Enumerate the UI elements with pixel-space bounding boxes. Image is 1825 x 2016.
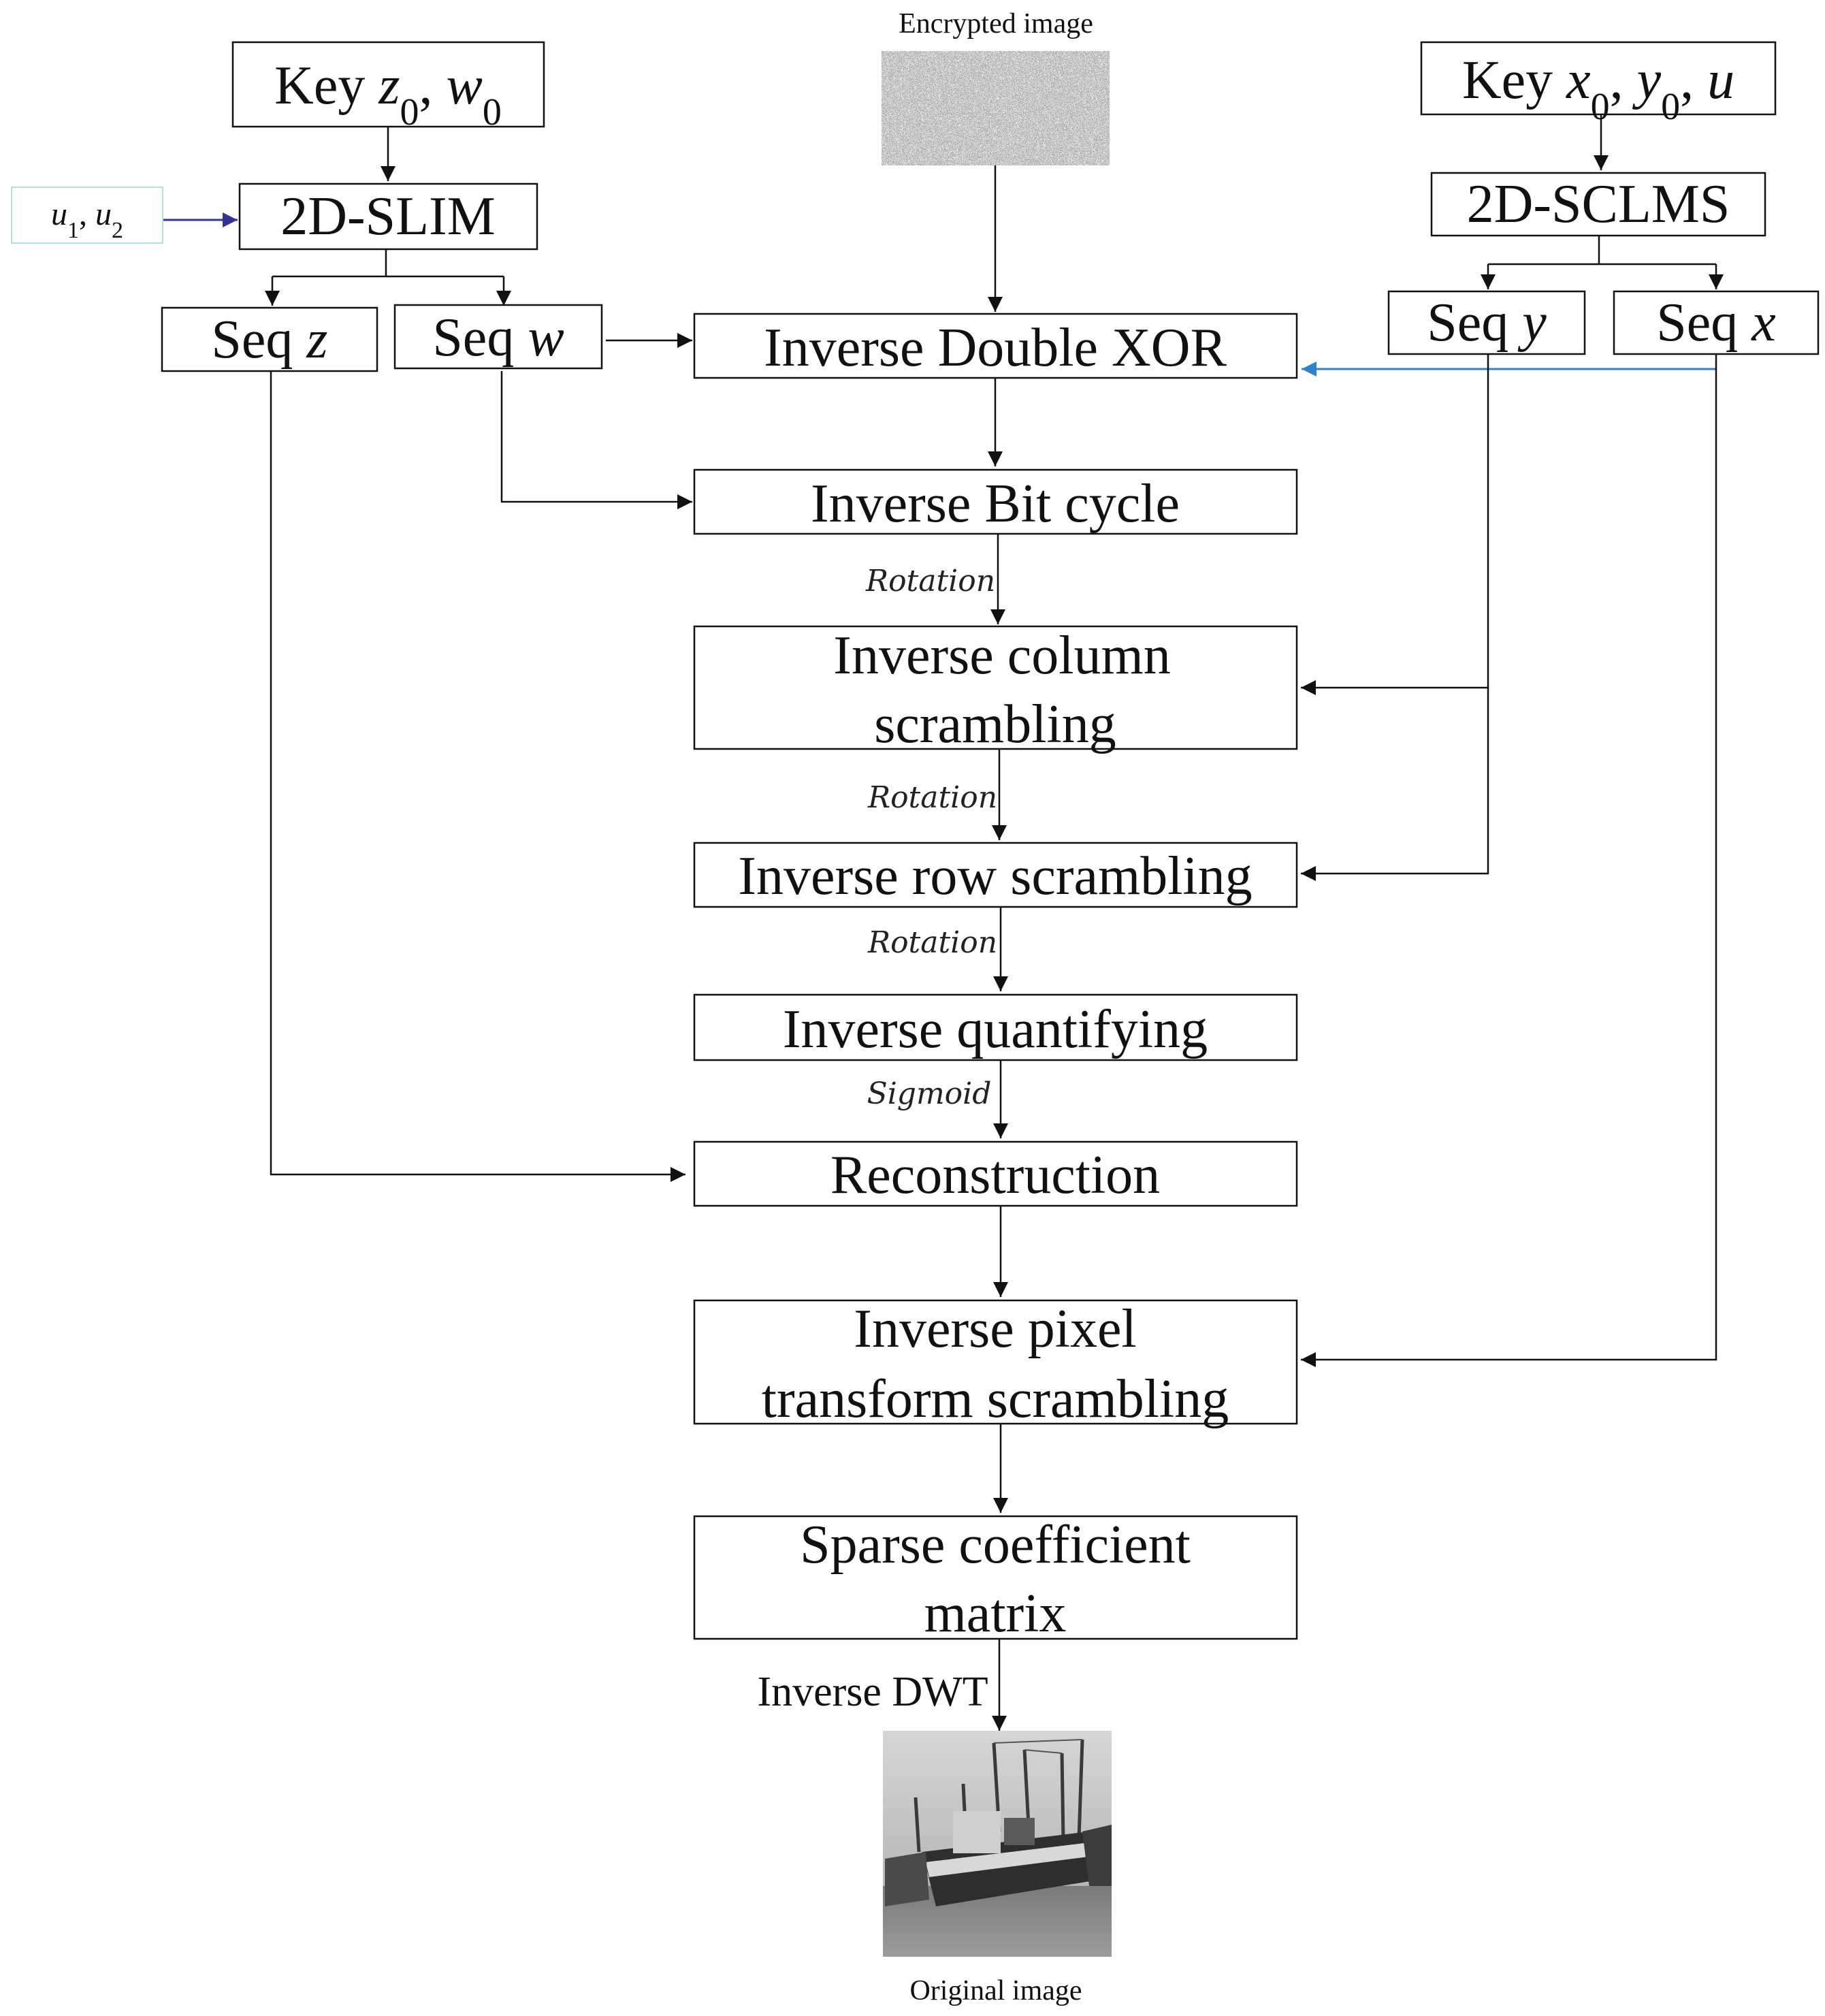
step-inverse-pixel-transform-scrambling-line2: transform scrambling — [762, 1369, 1229, 1429]
connectors — [163, 114, 1724, 1731]
generator-2d-sclms-label: 2D-SCLMS — [1467, 174, 1730, 234]
step-sparse-coefficient-matrix-line2: matrix — [924, 1584, 1067, 1644]
edge-label-sigmoid: Sigmoid — [867, 1076, 992, 1111]
step-reconstruction-label: Reconstruction — [830, 1145, 1160, 1205]
step-inverse-pixel-transform-scrambling: Inverse pixel transform scrambling — [693, 1299, 1298, 1429]
encrypted-image-block: Encrypted image — [882, 8, 1110, 165]
step-inverse-bit-cycle: Inverse Bit cycle — [693, 468, 1298, 535]
step-inverse-pixel-transform-scrambling-line1: Inverse pixel — [854, 1299, 1136, 1359]
edge-label-rotation-1: Rotation — [865, 564, 995, 598]
generator-2d-slim-node: 2D-SLIM — [238, 182, 538, 251]
step-inverse-column-scrambling-line2: scrambling — [874, 694, 1116, 754]
param-u1-u2-label: u1, u2 — [51, 196, 123, 243]
step-inverse-quantifying-label: Inverse quantifying — [783, 999, 1208, 1059]
seq-w-node: Seq w — [393, 304, 603, 370]
generator-2d-slim-label: 2D-SLIM — [280, 187, 496, 246]
seq-y-node: Seq y — [1387, 290, 1586, 355]
encrypted-image-caption: Encrypted image — [899, 8, 1093, 39]
edge-label-rotation-3: Rotation — [867, 925, 997, 960]
original-image — [883, 1731, 1112, 1957]
seq-x-node: Seq x — [1613, 290, 1820, 355]
step-inverse-quantifying: Inverse quantifying — [693, 993, 1298, 1061]
original-image-caption: Original image — [909, 1975, 1082, 2006]
param-u1-u2-node: u1, u2 — [11, 187, 163, 244]
key-right-label: Key x0, y0, u — [1462, 50, 1734, 128]
seq-y-label: Seq y — [1427, 293, 1547, 353]
step-sparse-coefficient-matrix-line1: Sparse coefficient — [800, 1515, 1191, 1575]
generator-2d-sclms-node: 2D-SCLMS — [1430, 172, 1766, 237]
step-inverse-double-xor: Inverse Double XOR — [693, 313, 1298, 379]
key-left-label: Key z0, w0 — [274, 56, 502, 133]
original-image-block: Original image — [883, 1731, 1112, 2006]
step-inverse-row-scrambling: Inverse row scrambling — [693, 842, 1298, 908]
key-right-node: Key x0, y0, u — [1420, 41, 1777, 128]
step-inverse-bit-cycle-label: Inverse Bit cycle — [811, 474, 1180, 534]
step-reconstruction: Reconstruction — [693, 1140, 1298, 1207]
seq-z-node: Seq z — [161, 306, 378, 372]
step-inverse-column-scrambling-line1: Inverse column — [833, 626, 1170, 686]
edge-label-inverse-dwt: Inverse DWT — [757, 1669, 988, 1715]
step-inverse-column-scrambling: Inverse column scrambling — [693, 625, 1298, 754]
seq-w-label: Seq w — [432, 308, 564, 368]
step-inverse-double-xor-label: Inverse Double XOR — [764, 318, 1227, 378]
encrypted-image — [882, 51, 1110, 165]
seq-z-label: Seq z — [211, 310, 327, 370]
key-left-node: Key z0, w0 — [231, 41, 545, 133]
seq-x-label: Seq x — [1656, 293, 1776, 353]
step-sparse-coefficient-matrix: Sparse coefficient matrix — [693, 1515, 1298, 1644]
step-inverse-row-scrambling-label: Inverse row scrambling — [738, 846, 1252, 906]
edge-label-rotation-2: Rotation — [867, 780, 997, 815]
